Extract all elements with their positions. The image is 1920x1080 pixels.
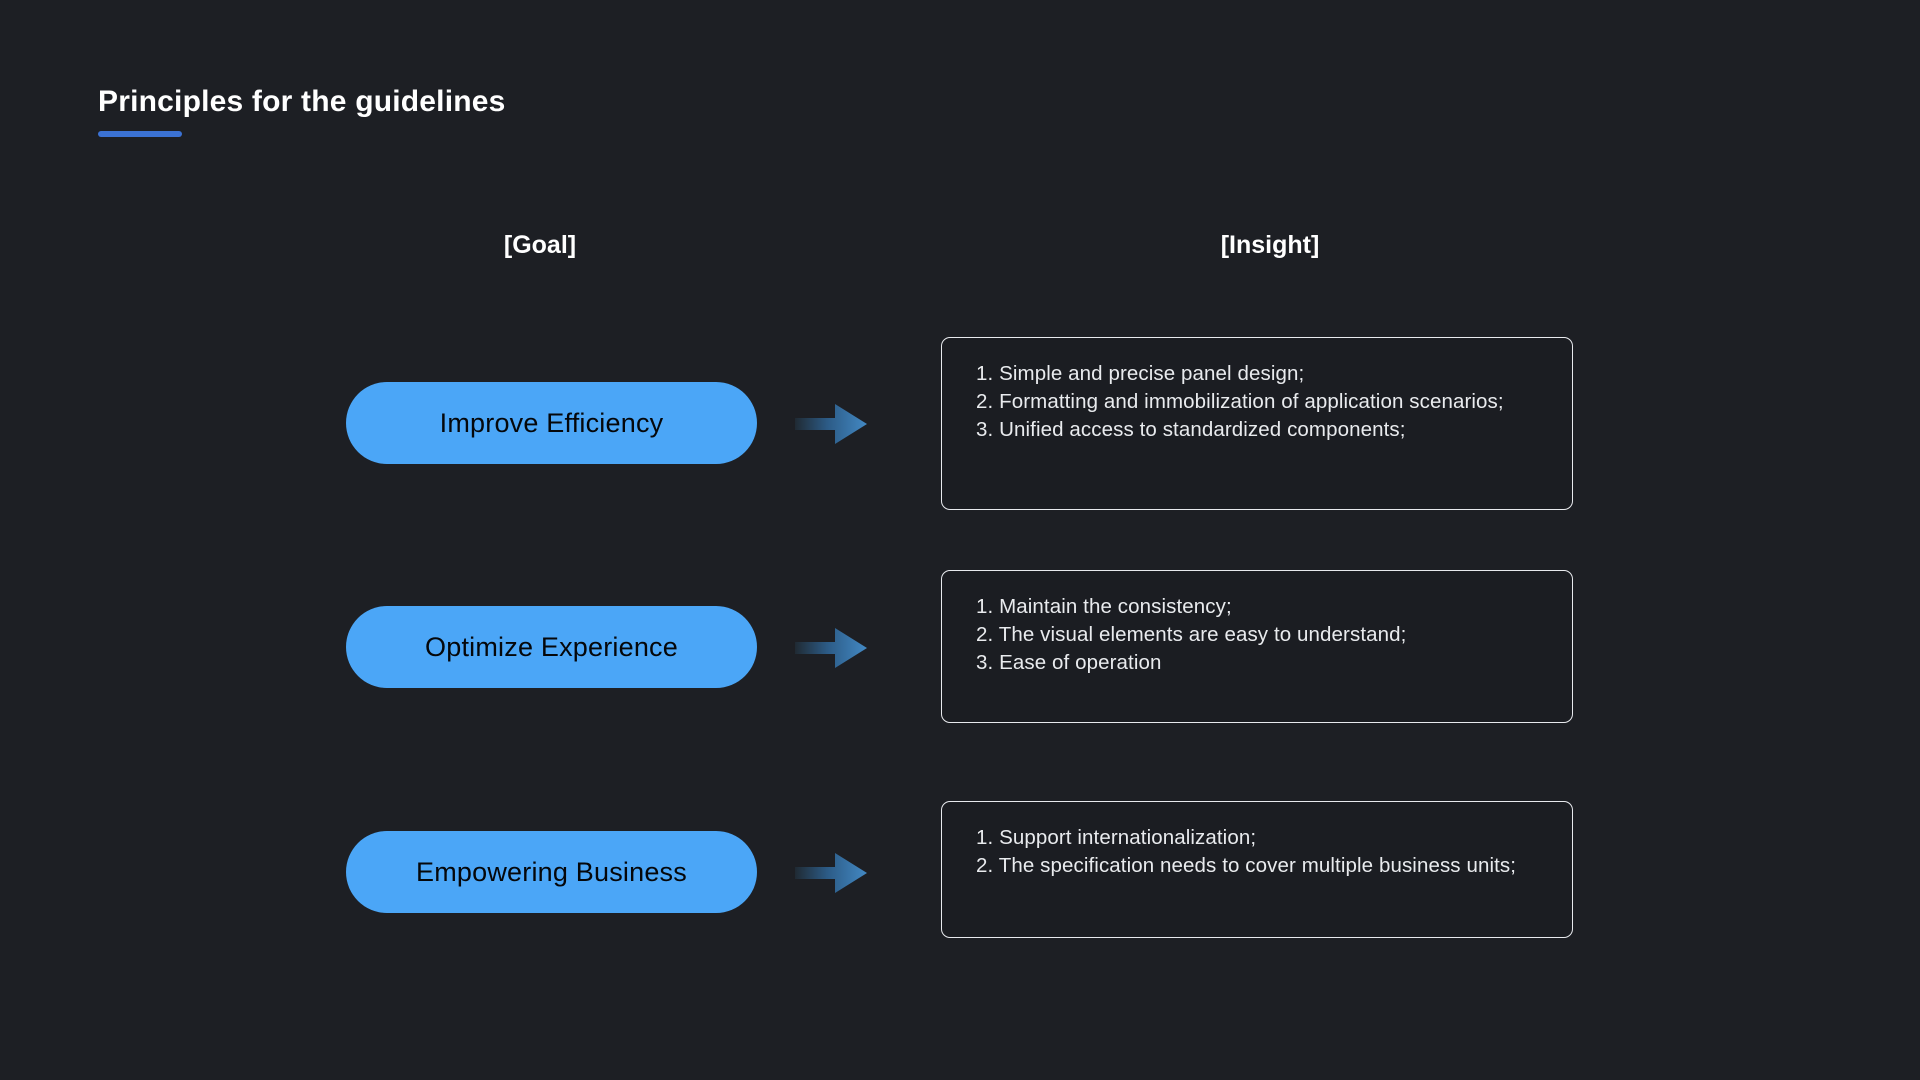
insight-line: 1. Support internationalization;: [976, 826, 1257, 849]
title-block: Principles for the guidelines: [98, 84, 506, 137]
goal-pill-empowering-business[interactable]: Empowering Business: [346, 831, 757, 913]
principle-row: Optimize Experience 1. Maintain the cons…: [0, 554, 1920, 724]
title-underline-accent: [98, 131, 182, 137]
principle-row: Empowering Business 1. Support internati…: [0, 779, 1920, 949]
page-title: Principles for the guidelines: [98, 85, 506, 118]
insight-line: 2. Formatting and immobilization of appl…: [976, 390, 1504, 413]
column-header-insight: [Insight]: [1220, 231, 1320, 259]
insight-box: 1. Simple and precise panel design; 2. F…: [941, 337, 1573, 510]
insight-line: 2. The specification needs to cover mult…: [976, 854, 1517, 877]
insight-line: 1. Maintain the consistency;: [976, 595, 1232, 618]
insight-line: 3. Unified access to standardized compon…: [976, 418, 1406, 441]
insight-box: 1. Support internationalization; 2. The …: [941, 801, 1573, 938]
insight-line: 2. The visual elements are easy to under…: [976, 623, 1407, 646]
goal-pill-improve-efficiency[interactable]: Improve Efficiency: [346, 382, 757, 464]
column-header-goal: [Goal]: [503, 231, 577, 259]
arrow-right-icon: [795, 626, 867, 670]
goal-pill-label: Empowering Business: [416, 856, 687, 887]
goal-pill-label: Improve Efficiency: [439, 407, 664, 438]
insight-box: 1. Maintain the consistency; 2. The visu…: [941, 570, 1573, 723]
insight-line: 1. Simple and precise panel design;: [976, 362, 1305, 385]
arrow-right-icon: [795, 851, 867, 895]
arrow-right-icon: [795, 402, 867, 446]
goal-pill-optimize-experience[interactable]: Optimize Experience: [346, 606, 757, 688]
principle-row: Improve Efficiency 1. Simple and precise…: [0, 330, 1920, 510]
insight-line: 3. Ease of operation: [976, 651, 1162, 674]
goal-pill-label: Optimize Experience: [425, 631, 678, 662]
